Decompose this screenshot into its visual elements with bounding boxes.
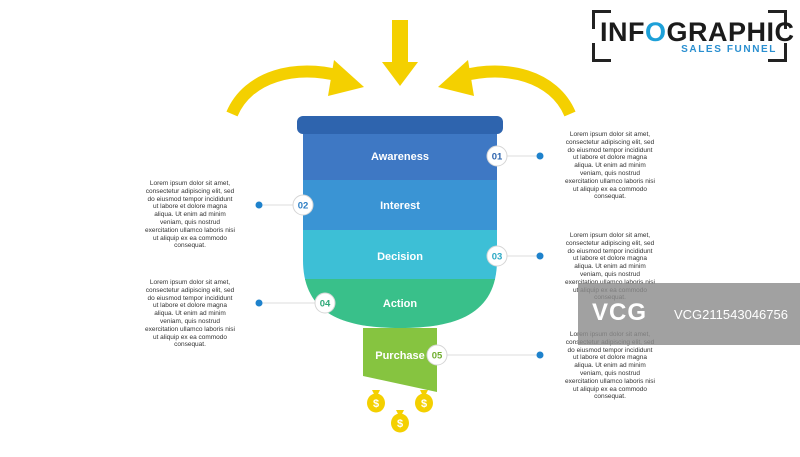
number-badge-text: 02 bbox=[298, 201, 309, 212]
watermark-logo: VCG bbox=[592, 299, 648, 326]
frame-corner bbox=[592, 43, 611, 62]
connector-dot bbox=[255, 299, 263, 307]
arrow-icon bbox=[328, 60, 364, 96]
number-badge bbox=[314, 292, 336, 314]
connector-dot bbox=[536, 252, 544, 260]
frame-corner bbox=[768, 10, 787, 29]
title-part: INF bbox=[600, 17, 645, 47]
number-badges: 01 02 03 04 05 bbox=[292, 145, 508, 366]
arrows-group bbox=[226, 20, 576, 117]
number-badge-text: 01 bbox=[492, 152, 503, 163]
frame-corner bbox=[768, 43, 787, 62]
description-text: Lorem ipsum dolor sit amet, consectetur … bbox=[565, 131, 655, 201]
funnel-segment-decision bbox=[303, 230, 497, 280]
description-text: Lorem ipsum dolor sit amet, consectetur … bbox=[145, 180, 235, 250]
number-badge bbox=[486, 145, 508, 167]
money-bag-icon: $ bbox=[367, 390, 385, 413]
stage-label-purchase: Purchase bbox=[375, 350, 425, 362]
number-badge bbox=[486, 245, 508, 267]
number-badge bbox=[426, 344, 448, 366]
money-symbol: $ bbox=[397, 418, 403, 430]
stage-label-decision: Decision bbox=[377, 251, 423, 263]
number-badge-text: 05 bbox=[432, 351, 443, 362]
title-accent-letter: O bbox=[645, 17, 667, 47]
money-bag-icon: $ bbox=[391, 410, 409, 433]
money-bag-icon: $ bbox=[415, 390, 433, 413]
connector-dot bbox=[255, 201, 263, 209]
money-symbol: $ bbox=[373, 398, 379, 410]
stage-label-awareness: Awareness bbox=[371, 151, 429, 163]
funnel-segment-awareness bbox=[303, 130, 497, 181]
description-text: Lorem ipsum dolor sit amet, consectetur … bbox=[145, 279, 235, 349]
money-bags: $ $ $ bbox=[367, 390, 433, 433]
connector-dot bbox=[536, 152, 544, 160]
page-subtitle: SALES FUNNEL bbox=[681, 44, 777, 55]
arrow-icon bbox=[382, 20, 418, 86]
title-frame: INFOGRAPHIC SALES FUNNEL bbox=[592, 10, 794, 62]
stage-label-action: Action bbox=[383, 298, 418, 310]
connector-dot bbox=[536, 351, 544, 359]
watermark: VCG VCG211543046756 bbox=[578, 283, 800, 345]
watermark-id: VCG211543046756 bbox=[674, 307, 788, 322]
stage-label-interest: Interest bbox=[380, 200, 420, 212]
arrow-icon bbox=[226, 65, 342, 117]
money-symbol: $ bbox=[421, 398, 427, 410]
title-part: GRAPHIC bbox=[666, 17, 795, 47]
number-badge-text: 04 bbox=[320, 299, 331, 310]
arrow-icon bbox=[438, 60, 474, 96]
number-badge bbox=[292, 194, 314, 216]
funnel-segment-purchase bbox=[363, 328, 437, 392]
funnel-segment-interest bbox=[303, 180, 497, 231]
number-badge-text: 03 bbox=[492, 252, 503, 263]
frame-corner bbox=[592, 10, 611, 29]
arrow-icon bbox=[460, 65, 576, 117]
page-title: INFOGRAPHIC bbox=[600, 17, 795, 48]
funnel-rim bbox=[297, 116, 503, 134]
